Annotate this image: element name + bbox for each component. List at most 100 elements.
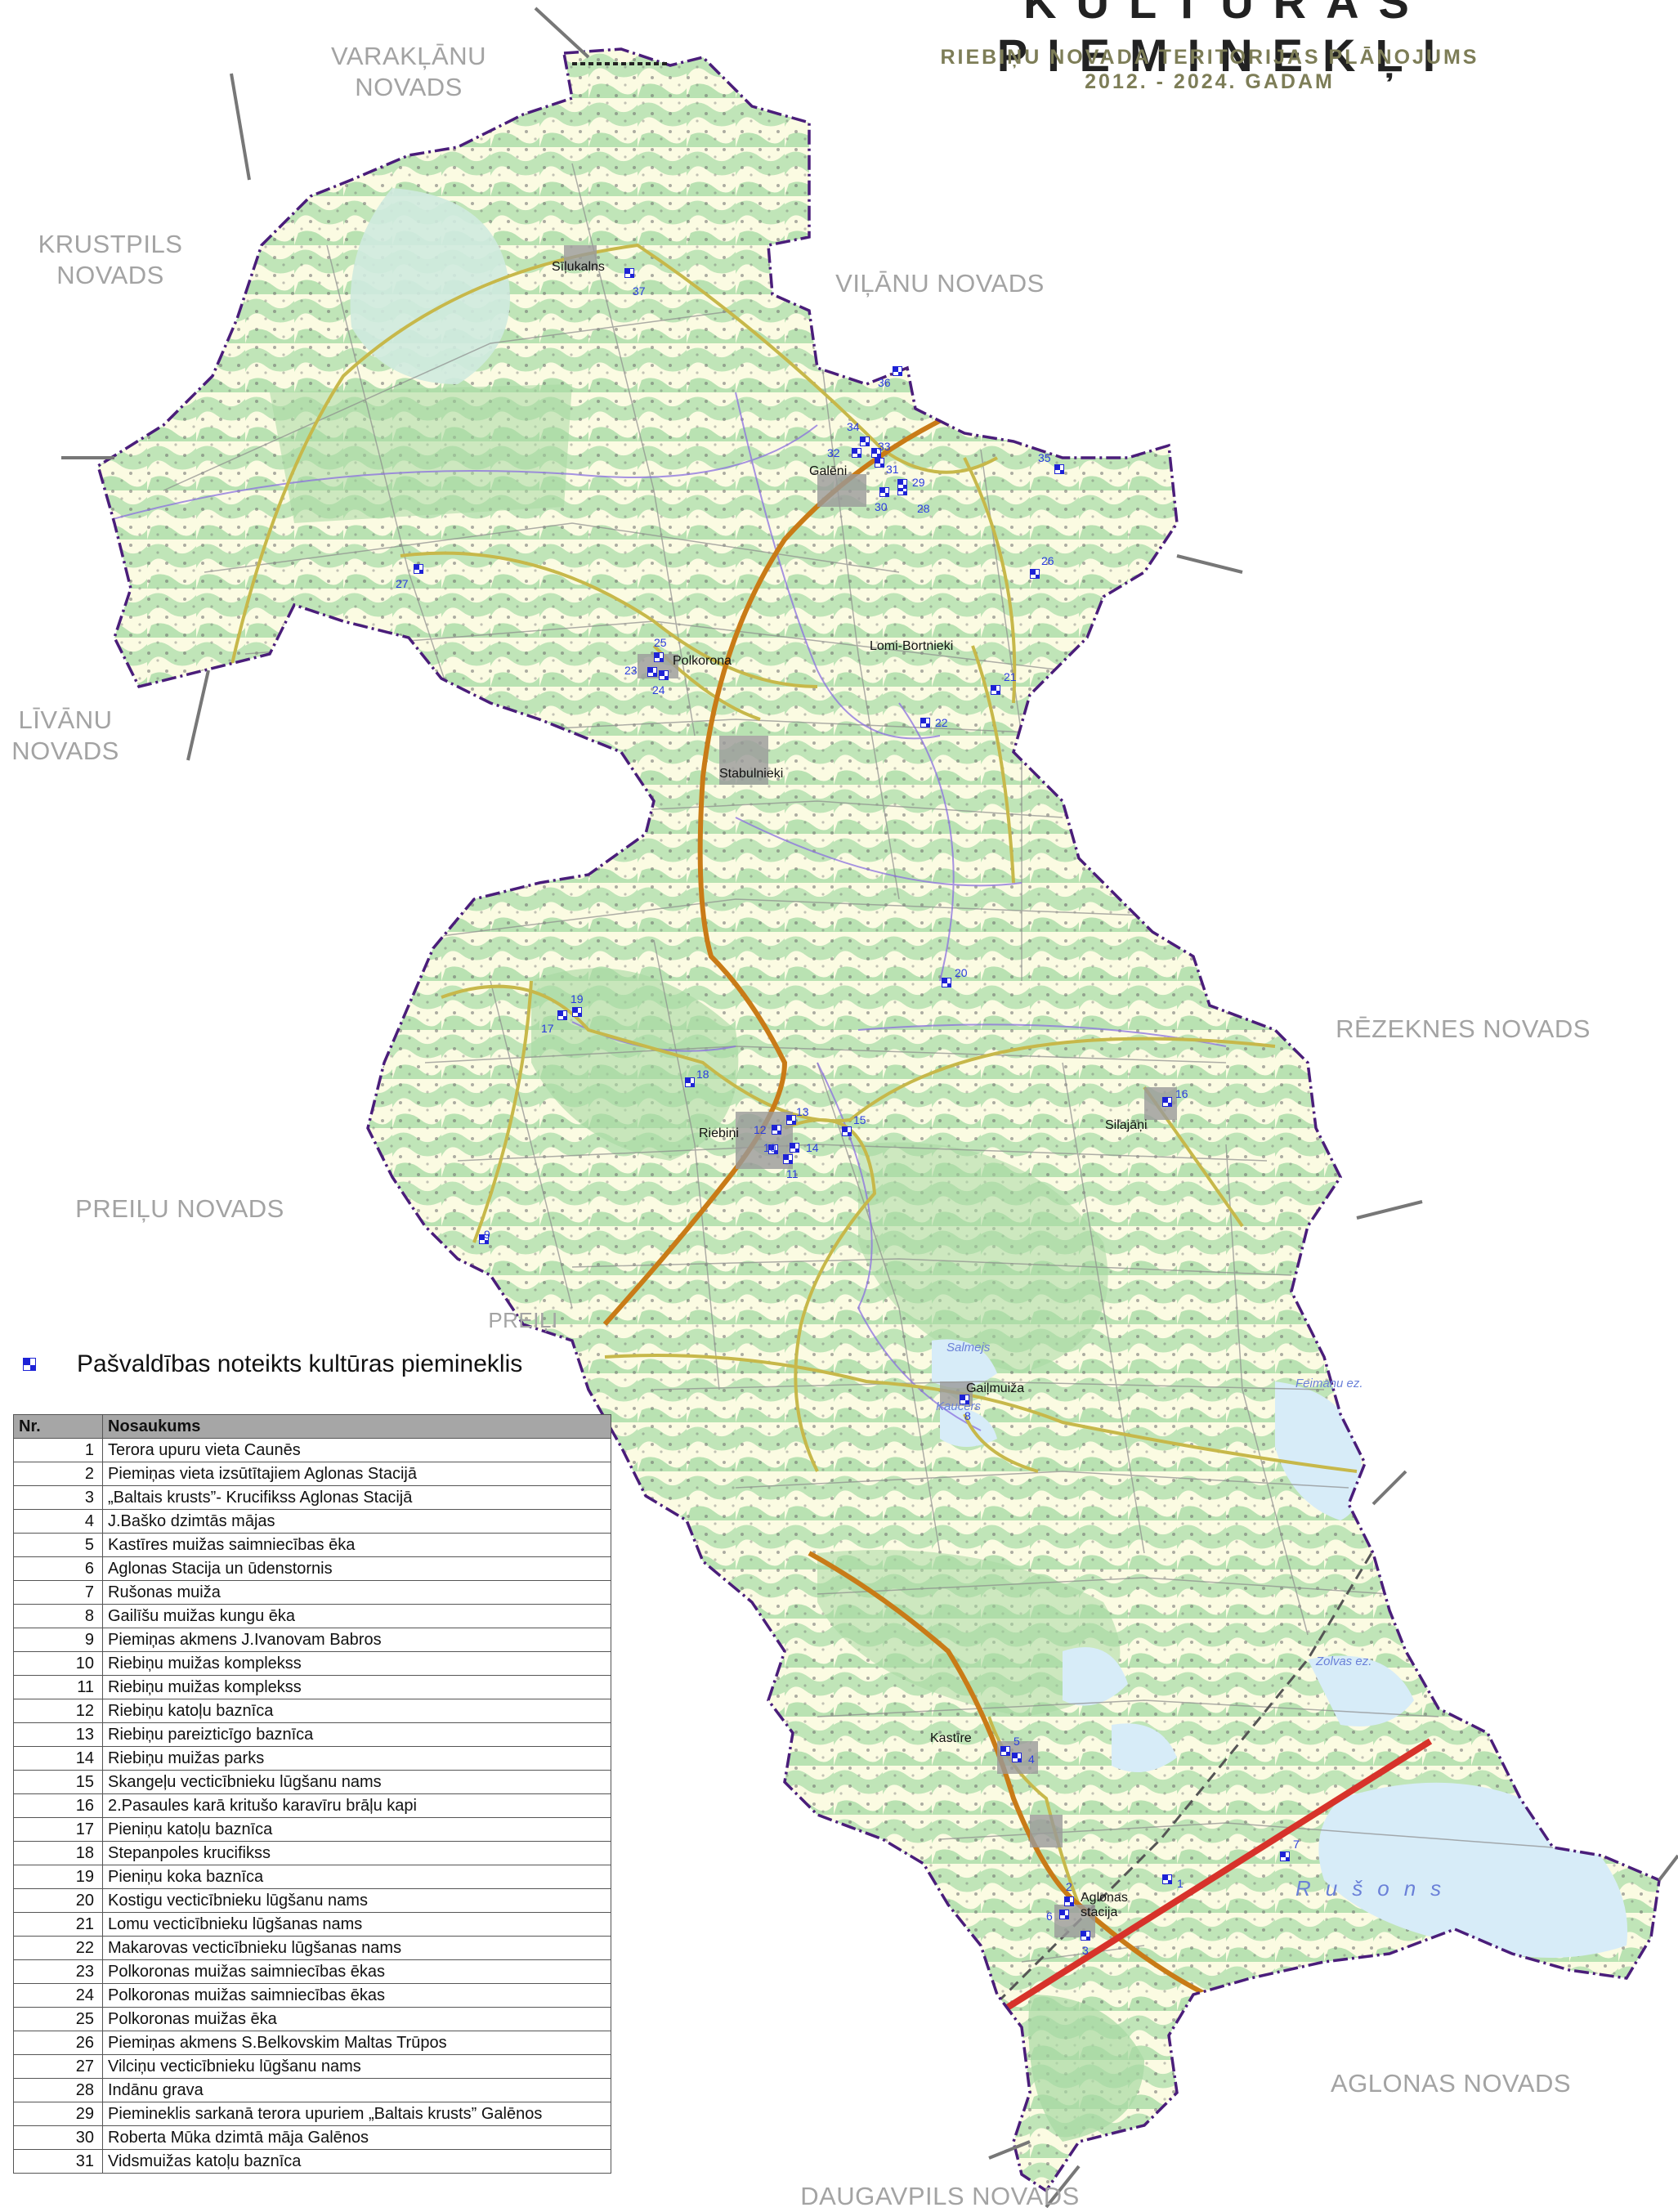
monument-marker[interactable] (960, 1395, 969, 1404)
monument-name-cell: Pieniņu koka baznīca (102, 1865, 611, 1889)
monument-marker[interactable] (893, 366, 902, 376)
monument-marker[interactable] (624, 268, 634, 278)
monument-marker[interactable] (768, 1144, 778, 1154)
monument-number: 5 (1014, 1735, 1020, 1748)
place-stabulnieki: Stabulnieki (719, 767, 784, 781)
monument-nr-cell: 1 (13, 1438, 103, 1462)
monument-nr-cell: 23 (13, 1959, 103, 1984)
region-preilu: PREIĻU NOVADS (75, 1194, 284, 1223)
monument-marker[interactable] (1000, 1746, 1010, 1756)
monument-name-cell: Polkoronas muižas saimniecības ēkas (102, 1983, 611, 2008)
monument-number: 16 (1175, 1087, 1188, 1100)
monument-marker[interactable] (897, 479, 907, 489)
monument-marker[interactable] (557, 1010, 567, 1020)
monument-nr-cell: 7 (13, 1580, 103, 1605)
monument-nr-cell: 24 (13, 1983, 103, 2008)
monument-name-cell: Vilciņu vecticībnieku lūgšanu nams (102, 2054, 611, 2079)
monument-marker[interactable] (1059, 1910, 1069, 1919)
monument-marker[interactable] (920, 718, 930, 728)
place-galeni: Galēni (809, 464, 848, 478)
monument-marker[interactable] (786, 1115, 796, 1125)
monument-marker[interactable] (1280, 1852, 1290, 1861)
monument-marker[interactable] (991, 685, 1000, 695)
monument-nr-cell: 16 (13, 1793, 103, 1818)
monument-nr-cell: 28 (13, 2078, 103, 2102)
monument-marker[interactable] (572, 1007, 582, 1017)
monument-marker[interactable] (852, 448, 861, 458)
monument-marker[interactable] (479, 1234, 489, 1244)
monument-marker[interactable] (414, 564, 423, 574)
monument-name-cell: Stepanpoles krucifikss (102, 1841, 611, 1865)
monument-marker[interactable] (1162, 1097, 1172, 1107)
monument-marker[interactable] (1054, 464, 1064, 474)
monument-number: 11 (786, 1167, 799, 1180)
monument-marker[interactable] (1030, 569, 1040, 579)
monument-marker[interactable] (1012, 1753, 1022, 1762)
monument-marker[interactable] (1081, 1931, 1090, 1941)
lake-salmejs: Salmejs (946, 1341, 991, 1355)
monument-marker[interactable] (842, 1126, 852, 1136)
place-riebini: Riebiņi (699, 1126, 739, 1140)
monument-marker[interactable] (783, 1154, 793, 1164)
monument-nr-cell: 29 (13, 2102, 103, 2126)
monument-nr-cell: 6 (13, 1556, 103, 1581)
monument-marker[interactable] (659, 670, 669, 680)
lake-zolvas: Zolvas ez. (1316, 1655, 1372, 1668)
region-daugavpils: DAUGAVPILS NOVADS (800, 2182, 1080, 2210)
monument-marker[interactable] (875, 458, 884, 468)
monument-marker[interactable] (772, 1125, 781, 1135)
monument-number: 31 (886, 463, 899, 476)
monument-nr-cell: 26 (13, 2031, 103, 2055)
monument-number: 23 (624, 664, 638, 677)
monument-name-cell: Riebiņu pareizticīgo baznīca (102, 1722, 611, 1747)
monument-number: 1 (1177, 1877, 1184, 1890)
monument-number: 32 (827, 446, 840, 459)
monument-marker[interactable] (647, 667, 657, 677)
monument-marker[interactable] (879, 487, 889, 497)
monument-number: 28 (917, 502, 930, 515)
place-aglonas-stacija-1: Aglonas (1081, 1891, 1128, 1905)
monument-number: 24 (652, 683, 665, 696)
monument-number: 14 (806, 1141, 819, 1154)
monument-marker[interactable] (860, 437, 870, 446)
monument-marker[interactable] (790, 1143, 799, 1153)
monument-number: 8 (964, 1409, 971, 1422)
monument-nr-cell: 11 (13, 1675, 103, 1699)
monument-name-cell: Vidsmuižas katoļu baznīca (102, 2149, 611, 2174)
monument-marker[interactable] (1162, 1874, 1172, 1884)
map-title: KULTŪRAS PIEMINEKĻI (996, 0, 1456, 81)
monument-marker[interactable] (871, 448, 881, 458)
monument-nr-cell: 25 (13, 2007, 103, 2031)
monument-marker[interactable] (654, 652, 664, 662)
place-lomi-bortnieki: Lomi-Bortnieki (870, 639, 954, 653)
monument-name-cell: Piemineklis sarkanā terora upuriem „Balt… (102, 2102, 611, 2126)
monument-name-cell: Riebiņu muižas parks (102, 1746, 611, 1771)
monument-number: 21 (1004, 670, 1017, 683)
monument-number: 33 (878, 440, 891, 453)
monument-marker[interactable] (1064, 1896, 1074, 1906)
monument-marker[interactable] (685, 1077, 695, 1087)
monument-marker[interactable] (942, 978, 951, 987)
monument-name-cell: Riebiņu muižas komplekss (102, 1651, 611, 1676)
monument-nr-cell: 22 (13, 1936, 103, 1960)
place-kastire: Kastīre (930, 1731, 972, 1745)
monument-nr-cell: 21 (13, 1912, 103, 1937)
